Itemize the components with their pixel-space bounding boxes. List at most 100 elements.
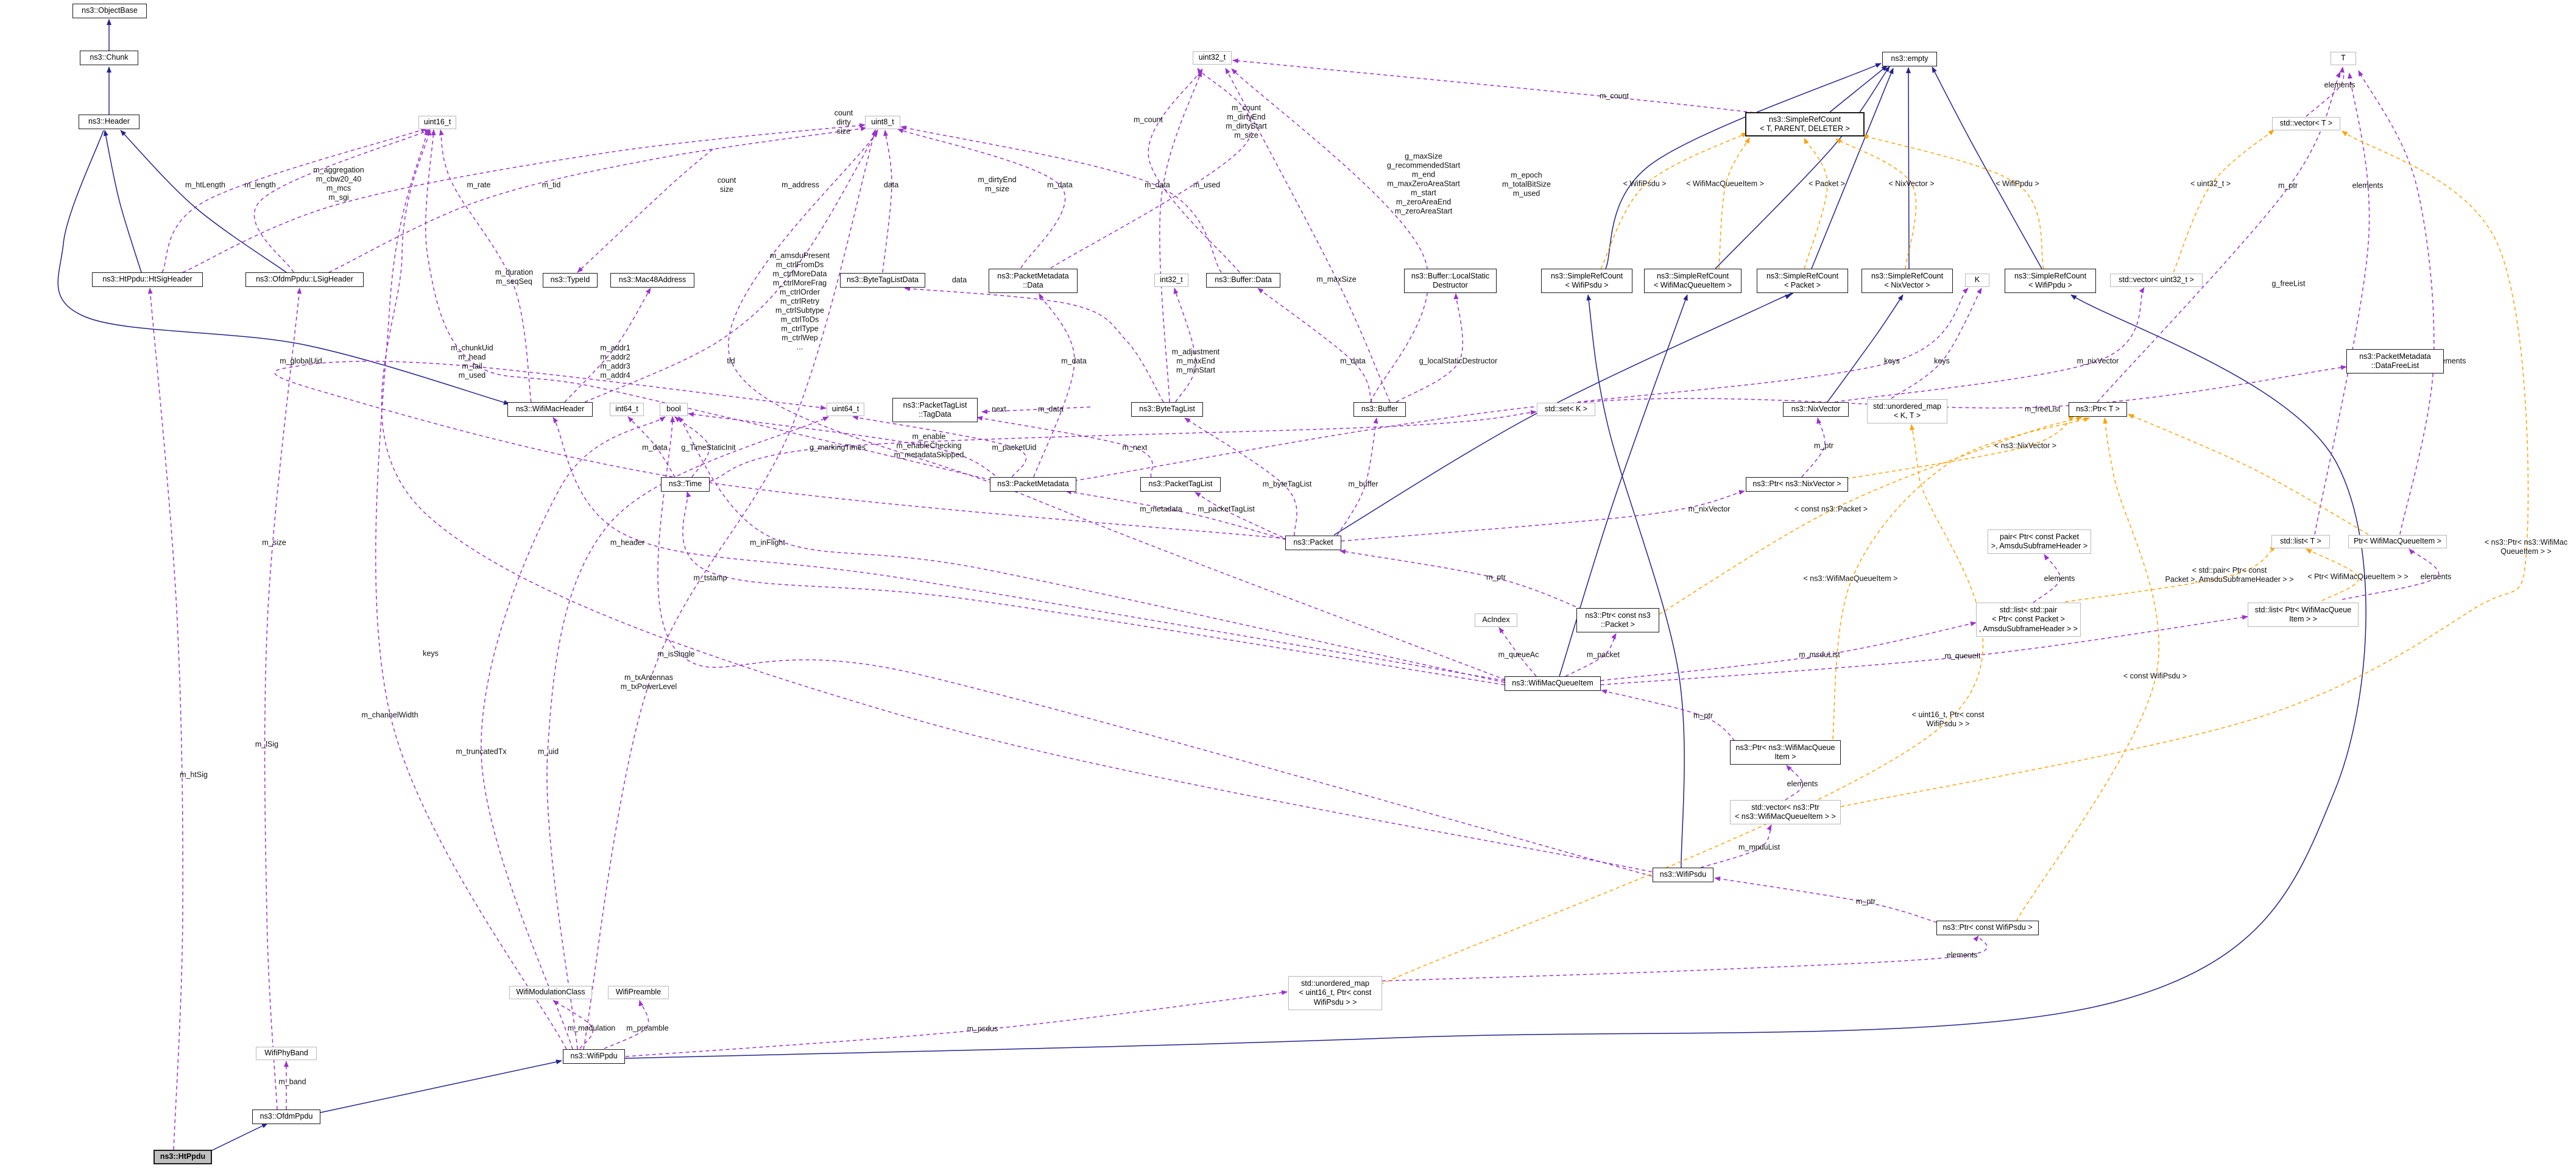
node-K[interactable]: K [1965,274,1989,287]
node-wmqi[interactable]: ns3::WifiMacQueueItem [1505,676,1601,691]
node-listpair[interactable]: std::list< std::pair < Ptr< const Packet… [1976,603,2081,637]
edge-label: m_epoch m_totalBitSize m_used [1502,171,1551,198]
edge-label: m_size [262,538,286,547]
template-edge [2064,546,2276,603]
node-ptrwmqi[interactable]: ns3::Ptr< ns3::WifiMacQueue Item > [1730,740,1841,765]
node-uint32[interactable]: uint32_t [1193,51,1232,65]
node-buflsd[interactable]: ns3::Buffer::LocalStatic Destructor [1404,269,1497,293]
node-ptl[interactable]: ns3::PacketTagList [1140,477,1221,492]
usage-edge [1148,68,1240,273]
edge-label: < WifiMacQueueItem > [1686,179,1764,188]
node-listT[interactable]: std::list< T > [2271,535,2330,548]
node-wband[interactable]: WifiPhyBand [256,1047,317,1060]
node-objectbase[interactable]: ns3::ObjectBase [72,4,147,18]
node-srcppdu[interactable]: ns3::SimpleRefCount < WifiPpdu > [2005,269,2096,293]
node-empty[interactable]: ns3::empty [1882,52,1937,66]
edge-label: < std::pair< Ptr< const Packet >, AmsduS… [2165,566,2294,584]
edge-label: m_ptr [1486,573,1506,582]
node-uint8[interactable]: uint8_t [865,116,900,129]
edge-label: keys [423,649,439,658]
node-uint64[interactable]: uint64_t [827,403,864,416]
node-ptrnix[interactable]: ns3::Ptr< ns3::NixVector > [1746,477,1848,492]
node-pmd[interactable]: ns3::PacketMetadata [990,477,1076,492]
edge-label: data [951,275,967,285]
edge-label: m_packetTagList [1198,504,1255,514]
usage-edge [1382,935,1988,982]
template-edge [1659,416,2083,615]
usage-edge [1565,633,1617,677]
node-header[interactable]: ns3::Header [79,115,139,129]
node-srcnix[interactable]: ns3::SimpleRefCount < NixVector > [1861,269,1953,293]
node-boolN[interactable]: bool [660,403,688,416]
usage-edge [1714,876,1938,923]
inheritance-edge [1605,63,1882,269]
node-srcpsdu[interactable]: ns3::SimpleRefCount < WifiPsdu > [1541,269,1632,293]
node-wifipsdu[interactable]: ns3::WifiPsdu [1653,868,1713,882]
node-int32[interactable]: int32_t [1154,274,1188,287]
node-setK[interactable]: std::set< K > [1537,403,1595,416]
edge-label: m_data [1145,180,1170,189]
node-wppdu[interactable]: ns3::WifiPpdu [563,1049,625,1064]
node-srcmain[interactable]: ns3::SimpleRefCount < T, PARENT, DELETER… [1745,112,1865,136]
node-nix[interactable]: ns3::NixVector [1783,402,1849,417]
node-btl[interactable]: ns3::ByteTagList [1131,402,1203,417]
node-wmh[interactable]: ns3::WifiMacHeader [507,402,593,417]
edge-label: m_ptr [2278,181,2298,190]
node-ptrcpkt[interactable]: ns3::Ptr< const ns3 ::Packet > [1576,608,1659,632]
node-ptrcpsdu[interactable]: ns3::Ptr< const WifiPsdu > [1936,921,2039,935]
node-umappsdus[interactable]: std::unordered_map < uint16_t, Ptr< cons… [1288,976,1382,1010]
node-buffer[interactable]: ns3::Buffer [1353,402,1406,417]
node-ptrwmqi2[interactable]: Ptr< WifiMacQueueItem > [2348,535,2447,548]
node-tagdata[interactable]: ns3::PacketTagList ::TagData [892,398,978,422]
node-uint16[interactable]: uint16_t [418,116,456,129]
node-btld[interactable]: ns3::ByteTagListData [840,273,925,288]
edge-label: m_preamble [626,1024,669,1033]
node-vecT[interactable]: std::vector< T > [2272,117,2340,130]
node-listptrwmqi[interactable]: std::list< Ptr< WifiMacQueue Item > > [2248,603,2359,627]
node-chunk[interactable]: ns3::Chunk [80,51,138,65]
node-umapKT[interactable]: std::unordered_map < K, T > [1867,399,1947,423]
node-T[interactable]: T [2331,52,2356,65]
inheritance-edge [1827,294,1904,403]
node-packet[interactable]: ns3::Packet [1285,536,1341,550]
inheritance-edge [1932,66,2042,269]
usage-edge [1033,293,1075,478]
node-ptrT[interactable]: ns3::Ptr< T > [2069,402,2127,417]
node-wpre[interactable]: WifiPreamble [608,986,669,999]
edge-label: elements [1787,779,1818,788]
edge-label: m_tid [542,180,561,189]
node-pmdd[interactable]: ns3::PacketMetadata ::Data [989,269,1078,293]
edge-label: < NixVector > [1888,179,1935,188]
node-dfl[interactable]: ns3::PacketMetadata ::DataFreeList [2346,349,2444,373]
inheritance-edge [1829,65,1888,113]
usage-edge [1801,417,1826,478]
node-htsig[interactable]: ns3::HtPpdu::HtSigHeader [92,272,203,287]
edge-label: m_queueIt [1944,651,1981,660]
node-srcpkt[interactable]: ns3::SimpleRefCount < Packet > [1757,269,1848,293]
node-wmc[interactable]: WifiModulationClass [509,986,592,999]
template-edge [1380,424,1984,985]
usage-edge [904,286,1164,403]
node-acindex[interactable]: AcIndex [1475,614,1517,627]
usage-edge [657,416,1653,877]
node-srcwmqi[interactable]: ns3::SimpleRefCount < WifiMacQueueItem > [1644,269,1741,293]
node-vecu32[interactable]: std::vector< uint32_t > [2110,274,2203,287]
node-vecptrwmqi[interactable]: std::vector< ns3::Ptr < ns3::WifiMacQueu… [1730,800,1841,824]
edge-label: g_TimeStaticInit [681,443,736,452]
node-timeN[interactable]: ns3::Time [661,477,710,492]
edge-label: m_band [278,1077,306,1086]
usage-edge [375,129,567,1050]
usage-edge [1173,288,1196,403]
node-ofdm[interactable]: ns3::OfdmPpdu [252,1110,320,1124]
node-typeid[interactable]: ns3::TypeId [543,273,598,288]
node-mac48[interactable]: ns3::Mac48Address [610,273,694,288]
usage-edge [161,128,427,273]
node-htppdu[interactable]: ns3::HtPpdu [154,1150,212,1164]
node-bufd[interactable]: ns3::Buffer::Data [1206,273,1280,288]
edge-label: m_rate [467,180,491,189]
edge-label: m_data [1061,356,1087,366]
node-lsig[interactable]: ns3::OfdmPpdu::LSigHeader [245,272,364,287]
node-int64[interactable]: int64_t [610,403,644,416]
node-pairN[interactable]: pair< Ptr< const Packet >, AmsduSubframe… [1988,529,2091,554]
